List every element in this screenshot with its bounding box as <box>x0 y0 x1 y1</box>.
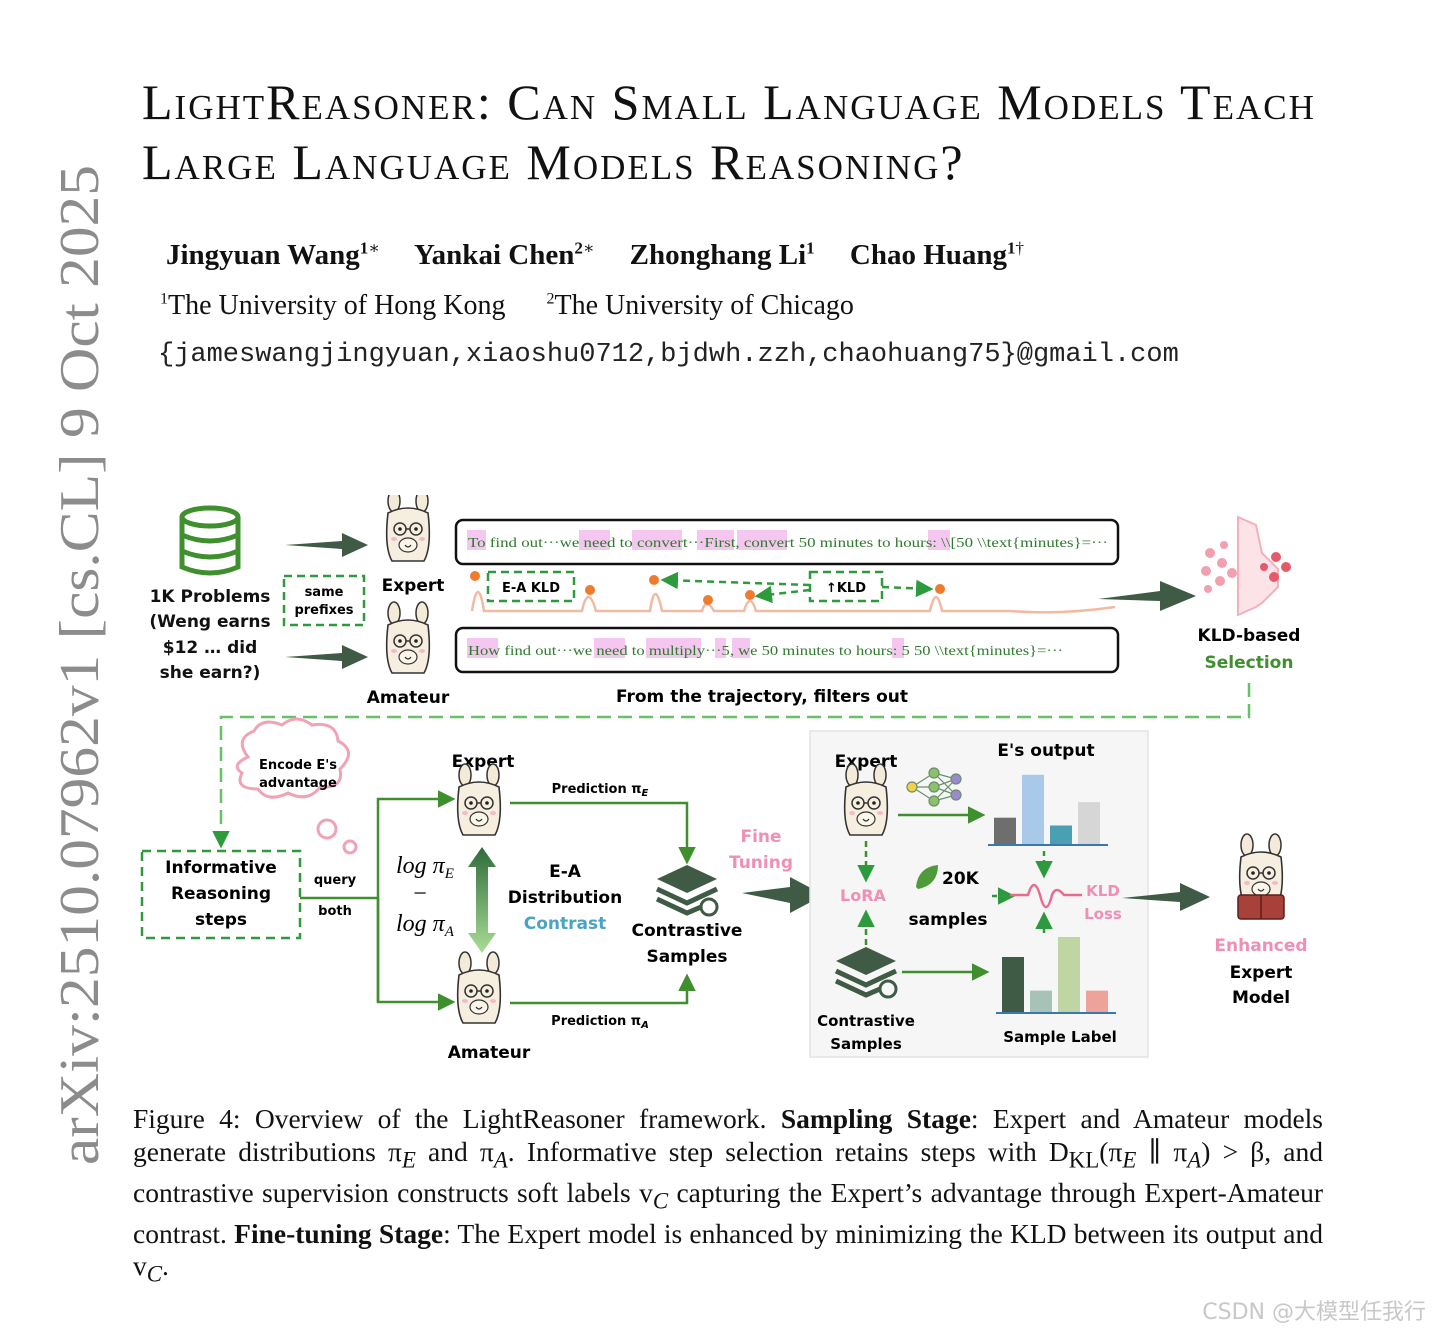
affiliation: 1The University of Hong Kong <box>160 290 506 321</box>
sample-label-bar <box>1086 990 1108 1013</box>
enhanced-llama-icon <box>1237 833 1285 920</box>
svg-text:same: same <box>305 585 344 600</box>
ea-kld-box <box>486 570 576 603</box>
svg-text:↑KLD: ↑KLD <box>826 581 866 596</box>
svg-text:Distribution: Distribution <box>508 888 622 908</box>
svg-text:From the trajectory, filters o: From the trajectory, filters out <box>616 687 908 707</box>
expert-trajectory-text: To find out···we need to convert···First… <box>468 536 1108 551</box>
thought-cloud <box>235 717 358 855</box>
svg-text:Amateur: Amateur <box>367 688 450 708</box>
svg-text:Loss: Loss <box>1084 905 1122 923</box>
svg-text:Selection: Selection <box>1205 653 1294 673</box>
arrow-to-selection <box>1098 581 1196 611</box>
svg-text:log πE: log πE <box>396 853 454 882</box>
up-kld-box <box>808 570 884 603</box>
sample-label-bar-chart <box>996 937 1116 1014</box>
svg-text:both: both <box>318 904 352 919</box>
e-output-bar <box>994 817 1016 845</box>
same-prefixes-box <box>282 574 366 627</box>
svg-text:(Weng earns: (Weng earns <box>149 612 270 632</box>
author: Zhonghang Li1 <box>629 238 815 271</box>
e-output-bar <box>1078 802 1100 845</box>
e-output-bar <box>1050 825 1072 845</box>
svg-text:Prediction πA: Prediction πA <box>551 1014 649 1031</box>
svg-text:Expert: Expert <box>835 752 898 772</box>
svg-text:Contrastive: Contrastive <box>817 1012 915 1030</box>
paper-title: LightReasoner: Can Small Language Models… <box>142 74 1316 190</box>
affiliation: 2The University of Chicago <box>546 290 854 321</box>
svg-text:prefixes: prefixes <box>294 603 353 618</box>
framework-figure: 1K Problems (Weng earns $12 … did she ea… <box>130 495 1330 1075</box>
arrow-to-enhanced <box>1122 883 1210 911</box>
author-emails: {jameswangjingyuan,xiaoshu0712,bjdwh.zzh… <box>158 340 1179 370</box>
svg-text:Tuning: Tuning <box>729 853 793 873</box>
svg-text:20K: 20K <box>942 869 980 889</box>
author-list: Jingyuan Wang1∗ Yankai Chen2∗ Zhonghang … <box>166 238 1052 272</box>
sample-label-bar <box>1030 990 1052 1013</box>
problems-label: 1K Problems (Weng earns $12 … did she ea… <box>149 587 270 683</box>
svg-text:advantage: advantage <box>259 776 337 791</box>
arxiv-identifier-text: arXiv:2510.07962v1 [cs.CL] 9 Oct 2025 <box>49 165 111 1165</box>
filter-icon <box>1201 515 1291 617</box>
amateur-llama-icon <box>456 951 502 1024</box>
svg-text:Amateur: Amateur <box>448 1043 531 1063</box>
expert-llama-icon <box>385 495 431 562</box>
svg-text:E's output: E's output <box>997 741 1094 761</box>
affiliation-list: 1The University of Hong Kong 2The Univer… <box>160 290 888 322</box>
svg-text:Model: Model <box>1232 988 1290 1008</box>
leaf-icon <box>916 865 938 889</box>
svg-text:LoRA: LoRA <box>840 886 887 905</box>
arrow-to-amateur <box>285 645 368 669</box>
contrast-double-arrow <box>468 847 496 953</box>
contrastive-samples-icon <box>657 865 717 915</box>
svg-text:Reasoning: Reasoning <box>171 884 271 904</box>
figure-caption: Figure 4: Overview of the LightReasoner … <box>133 1103 1323 1287</box>
svg-text:$12 … did: $12 … did <box>163 638 258 658</box>
expert-llama-icon <box>456 763 502 836</box>
svg-text:Enhanced: Enhanced <box>1214 936 1307 956</box>
svg-text:she earn?): she earn?) <box>160 663 261 683</box>
sample-label-bar <box>1002 957 1024 1013</box>
arxiv-identifier: arXiv:2510.07962v1 [cs.CL] 9 Oct 2025 <box>20 160 120 1170</box>
kld-wave-icon <box>1010 883 1082 909</box>
svg-text:Expert: Expert <box>382 576 445 596</box>
author: Jingyuan Wang1∗ <box>166 238 380 271</box>
svg-text:Contrastive: Contrastive <box>632 921 743 941</box>
svg-text:KLD: KLD <box>1086 882 1120 900</box>
arrow-to-finetune <box>742 877 824 913</box>
amateur-llama-icon <box>385 601 431 674</box>
svg-text:Encode E's: Encode E's <box>259 758 337 773</box>
svg-text:E-A KLD: E-A KLD <box>502 581 560 596</box>
neural-network-icon <box>906 767 962 807</box>
svg-text:Prediction πE: Prediction πE <box>552 782 649 799</box>
svg-text:Samples: Samples <box>646 947 727 967</box>
arrow-to-expert <box>285 533 368 557</box>
amateur-trajectory-text: How find out···we need to multiply···5, … <box>468 644 1063 659</box>
svg-text:Samples: Samples <box>830 1035 902 1053</box>
informative-steps-box <box>140 849 302 940</box>
selection-to-steps-path <box>212 683 1251 849</box>
svg-text:Expert: Expert <box>1230 963 1293 983</box>
sample-label-bar <box>1058 937 1080 1013</box>
svg-text:KLD-based: KLD-based <box>1198 626 1301 646</box>
e-output-bar-chart <box>988 774 1108 846</box>
svg-text:samples: samples <box>909 910 988 930</box>
database-icon <box>179 505 241 576</box>
svg-text:Informative: Informative <box>165 858 277 878</box>
svg-text:steps: steps <box>195 910 247 930</box>
svg-text:Fine: Fine <box>740 827 781 847</box>
e-output-bar <box>1022 774 1044 845</box>
svg-text:−: − <box>413 881 427 907</box>
watermark: CSDN @大模型任我行 <box>1202 1300 1426 1325</box>
svg-text:E-A: E-A <box>549 862 582 882</box>
svg-text:log πA: log πA <box>396 911 455 940</box>
svg-text:1K Problems: 1K Problems <box>150 587 271 607</box>
svg-text:Contrast: Contrast <box>524 914 607 934</box>
author: Yankai Chen2∗ <box>413 238 595 271</box>
svg-text:query: query <box>314 873 357 888</box>
kld-curve <box>470 590 1116 614</box>
svg-text:Sample Label: Sample Label <box>1003 1028 1117 1046</box>
author: Chao Huang1† <box>849 238 1025 271</box>
